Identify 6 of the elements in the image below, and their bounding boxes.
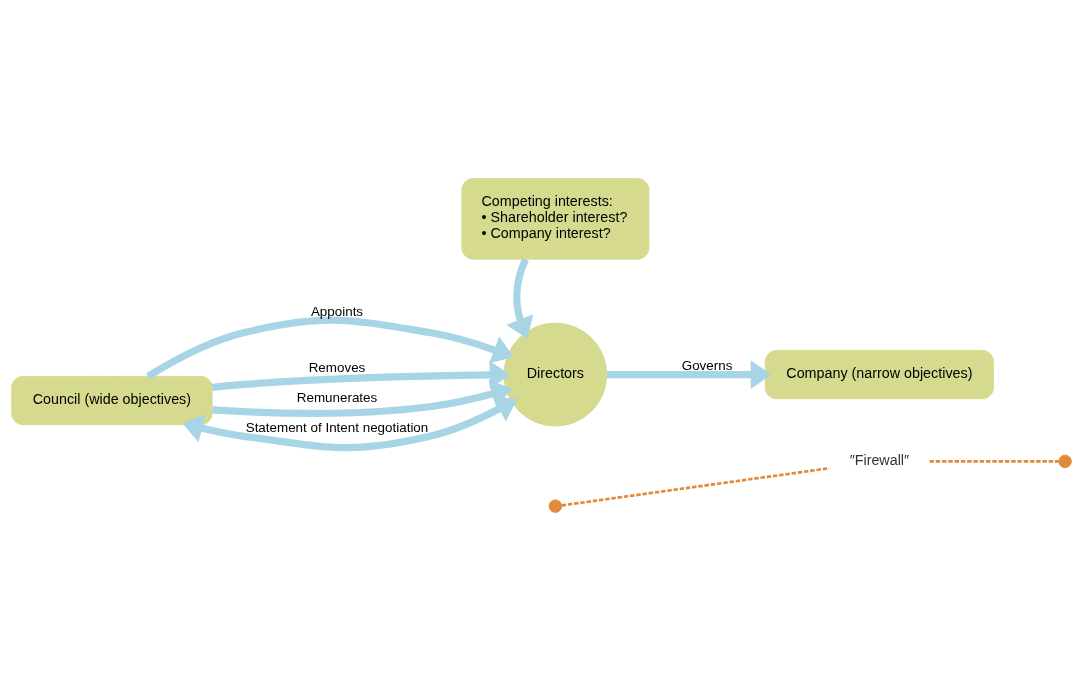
edge-label: Statement of Intent negotiation (245, 419, 429, 435)
edge-label: Appoints (310, 304, 364, 320)
edge-label: Removes (308, 359, 366, 375)
edge-label: Governs (681, 358, 733, 374)
edge-label: Remunerates (296, 390, 378, 406)
label: ″Firewall″ (849, 451, 910, 468)
